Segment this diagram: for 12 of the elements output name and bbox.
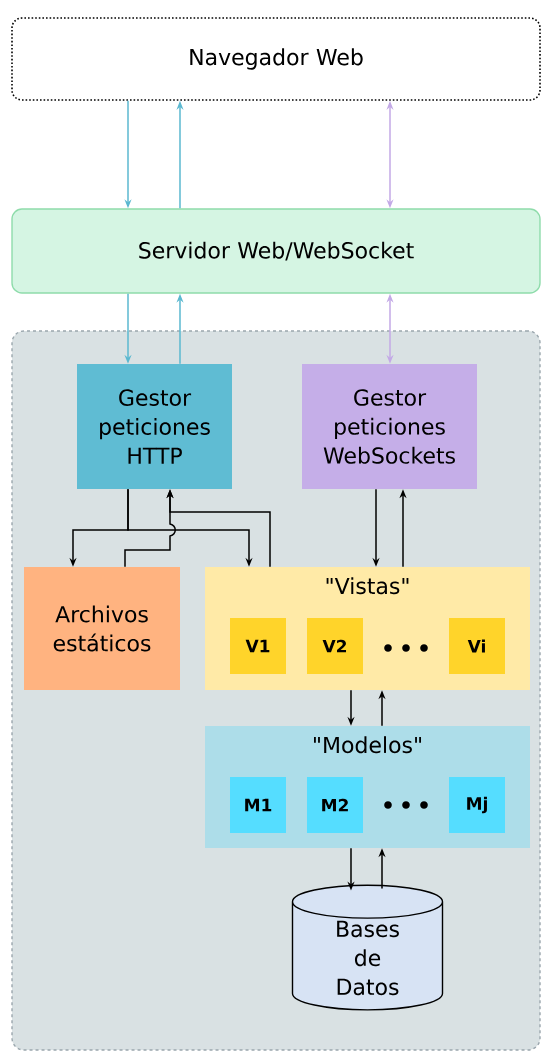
static-files-box: Archivos estáticos [24, 567, 180, 690]
handler-box: Gestor peticiones HTTP [77, 364, 232, 489]
server-box: Servidor Web/WebSocket [11, 208, 541, 294]
view-box: V1 [230, 618, 286, 674]
navigator-box: Navegador Web [11, 17, 541, 101]
model-box: M2 [307, 777, 363, 833]
handler-box: Gestor peticiones WebSockets [302, 364, 477, 489]
model-box: Mj [449, 777, 505, 833]
view-box: V2 [307, 618, 363, 674]
model-box: M1 [230, 777, 286, 833]
view-box: Vi [449, 618, 505, 674]
database-cylinder: Bases de Datos [291, 884, 444, 1011]
